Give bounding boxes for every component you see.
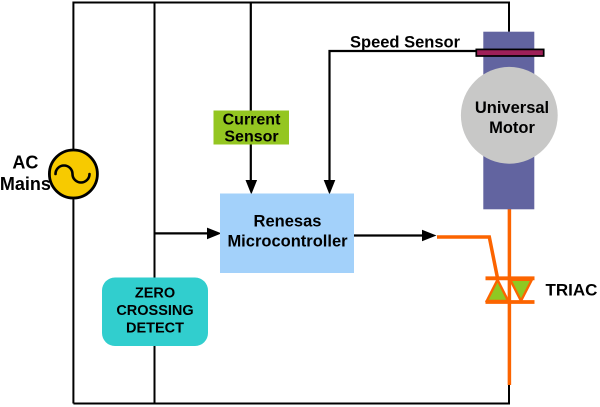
svg-text:ZERO: ZERO [135,285,175,301]
svg-text:TRIAC: TRIAC [546,280,598,299]
svg-text:Sensor: Sensor [224,129,278,146]
svg-text:Mains: Mains [0,174,51,194]
svg-text:Motor: Motor [489,119,535,137]
svg-text:CROSSING: CROSSING [116,303,193,319]
svg-text:Microcontroller: Microcontroller [227,233,348,251]
svg-text:AC: AC [12,153,38,173]
svg-text:Current: Current [223,111,281,128]
svg-text:Renesas: Renesas [254,213,322,231]
svg-text:Speed Sensor: Speed Sensor [350,34,461,52]
svg-text:Universal: Universal [475,99,549,117]
svg-text:DETECT: DETECT [126,320,184,336]
